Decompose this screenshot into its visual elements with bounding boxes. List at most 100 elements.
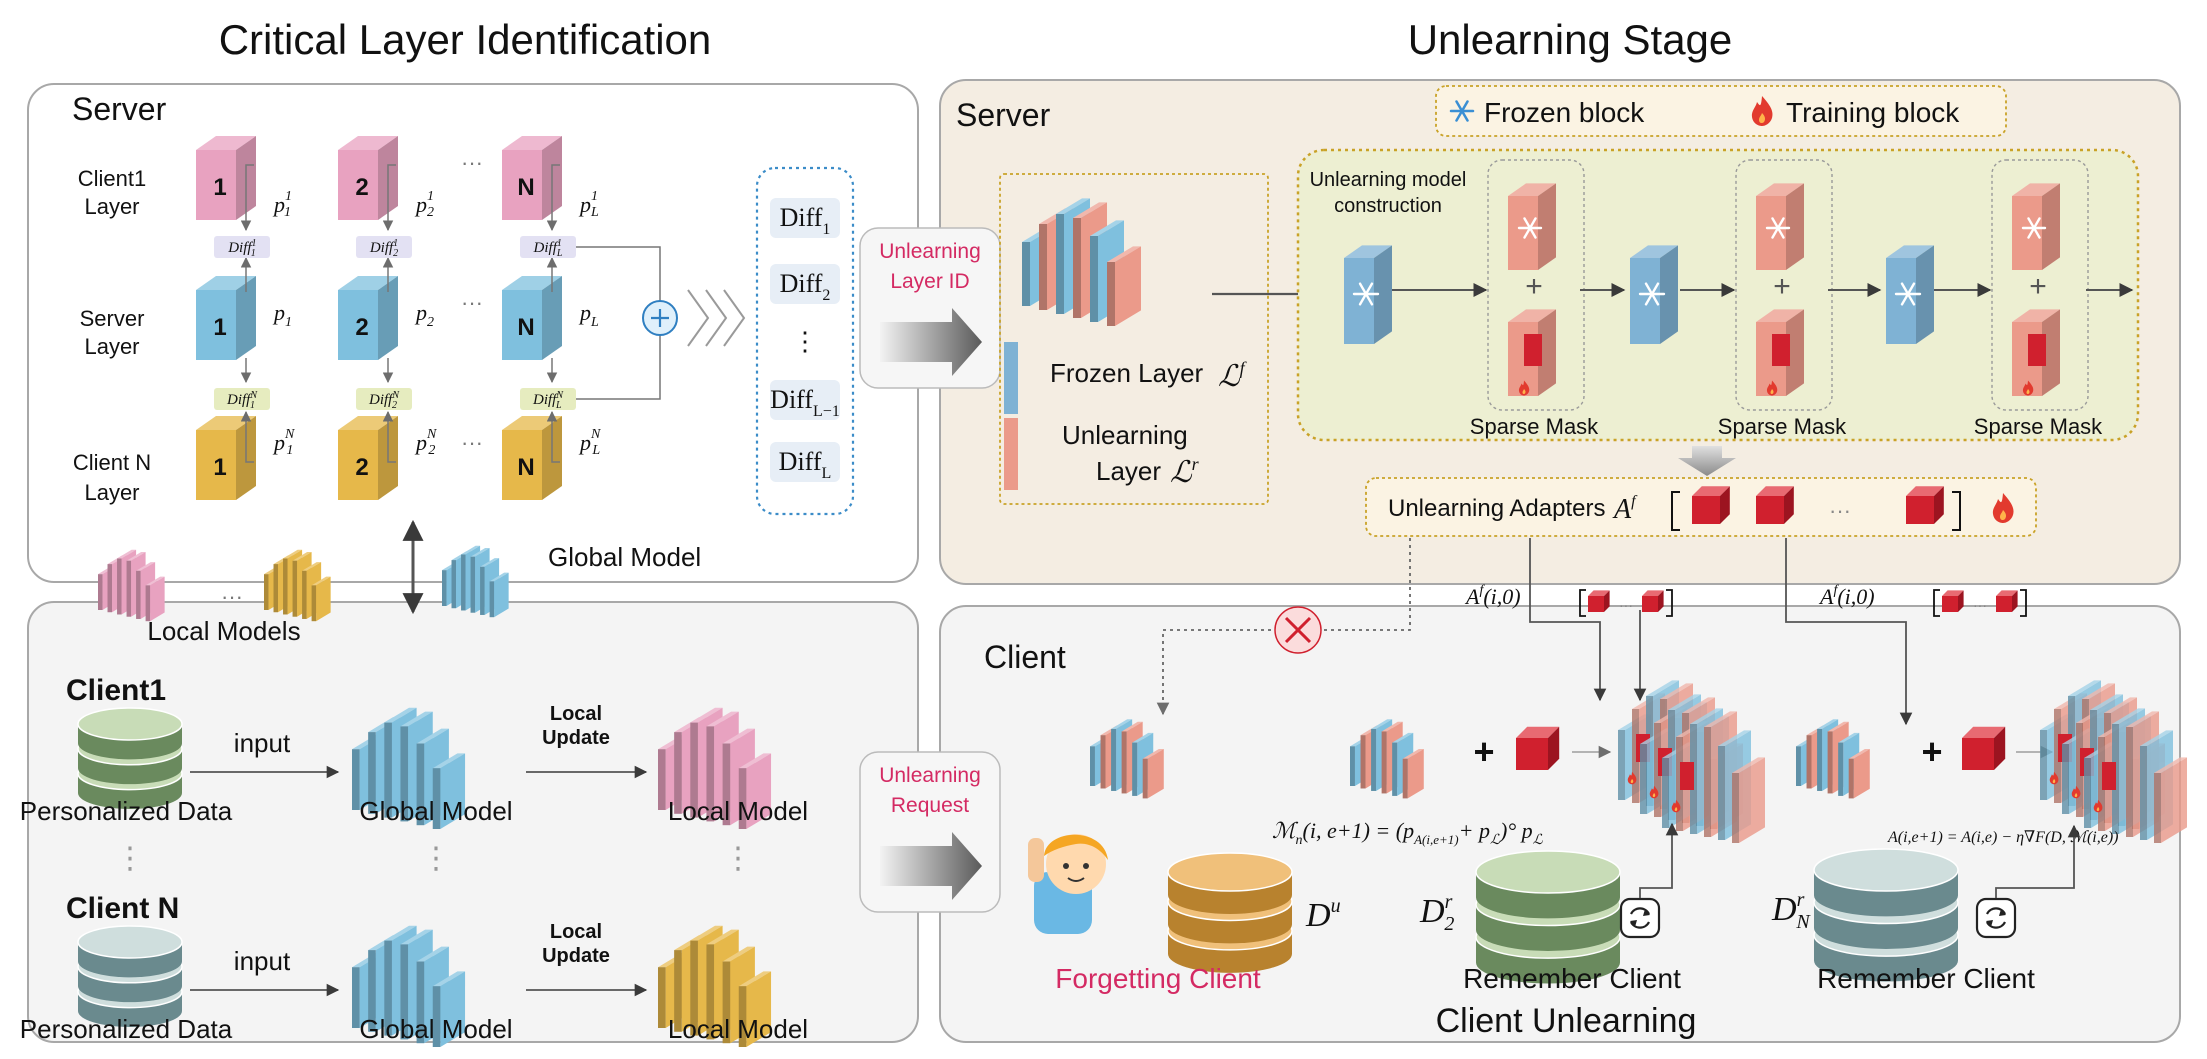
remember-data-icon-2	[1813, 848, 1959, 982]
layer-block-r0-c2	[502, 136, 562, 220]
layer-block-label-r2-c0: 1	[213, 454, 226, 481]
global-model-label-0: Global Model	[359, 796, 512, 826]
chevrons-icon	[687, 289, 746, 347]
local-update-1-1: Local	[550, 921, 602, 943]
local-models-dots: ···	[221, 584, 243, 609]
unlearning-layer-id-box: Unlearning Layer ID	[859, 227, 1001, 389]
diff-list-item-1: Diff2	[770, 264, 840, 304]
row-label-client1: Client1	[78, 166, 146, 191]
layer-block-label-r0-c0: 1	[213, 174, 226, 201]
diff-list-label-2: ⋮	[792, 327, 818, 356]
model-layer-5	[489, 572, 509, 618]
diff-list-label-4: DiffL	[779, 447, 832, 482]
combined-flame-icon-1	[1649, 785, 1659, 799]
af-label-2: Af(i,0)	[1818, 583, 1875, 609]
feedback-arrows	[1639, 822, 2081, 898]
du-label: Du	[1305, 895, 1341, 934]
mixed-layer-5	[1142, 749, 1164, 799]
layer-block-r1-c1	[338, 276, 398, 360]
sparse-mask-group-2: +Sparse Mask	[1974, 159, 2103, 439]
layer-block-label-r0-c1: 2	[355, 174, 368, 201]
construction-label-2: construction	[1334, 195, 1442, 217]
input-label-1: input	[234, 946, 291, 976]
p-mid-1: p2	[414, 300, 434, 330]
mask-plus-1: +	[1773, 270, 1791, 303]
personalized-data-icon-0	[77, 707, 183, 809]
personalized-data-icon-1	[77, 925, 183, 1027]
combined-layer-2-5	[2154, 757, 2187, 843]
bottom-models-row	[98, 545, 509, 622]
unlearning-request-box: Unlearning Request	[859, 751, 1001, 913]
local-model-label-0: Local Model	[668, 796, 808, 826]
global-model-0	[352, 707, 466, 829]
adapter-update-formula: A(i,e+1) = A(i,e) − η∇F(D, ℳ(i,e))	[1887, 829, 2118, 846]
layer-block-label-r1-c1: 2	[355, 314, 368, 341]
p-mid-2: pL	[578, 300, 599, 330]
transfer-cubes: ······	[1579, 589, 2027, 617]
layer-block-label-r0-c2: N	[517, 174, 534, 201]
row-label-clientn-layer: Layer	[84, 480, 139, 505]
local-models-label: Local Models	[147, 616, 300, 646]
combined-flame-icon-2	[2093, 799, 2103, 813]
left-server-label: Server	[72, 91, 167, 127]
combined-layer-2-5	[1732, 757, 1765, 843]
forgetting-client-avatar	[1028, 834, 1108, 934]
blocked-path	[1156, 538, 1411, 716]
personalized-data-label-1: Personalized Data	[20, 1014, 233, 1044]
selected-layer-model	[1022, 198, 1141, 326]
row-label-clientn: Client N	[73, 450, 151, 475]
combined-flame-icon-2	[1671, 799, 1681, 813]
model-layer-5	[738, 753, 772, 829]
client-name-0: Client1	[66, 674, 166, 707]
combined-model-2	[2040, 680, 2187, 843]
global-model-mini	[442, 545, 509, 618]
local-update-1-0: Local	[550, 703, 602, 725]
af-label-1: Af(i,0)	[1464, 583, 1521, 609]
adapters-symbol: Af	[1612, 493, 1638, 525]
client-row: ++	[1090, 680, 2187, 843]
construction-chain: +Sparse Mask+Sparse Mask+Sparse Mask	[1344, 159, 2134, 439]
snowflake-legend-icon	[1449, 100, 1475, 122]
row-vdots-2: ⋮	[723, 842, 753, 875]
row-labels: Client1 Layer Server Layer Client N Laye…	[73, 166, 151, 505]
diff-list-item-0: Diff1	[770, 198, 840, 238]
layer-id-label-2: Layer ID	[890, 270, 969, 293]
unlearning-layer-text-1: Unlearning	[1062, 420, 1188, 450]
adapters-flame-icon	[1992, 493, 2014, 523]
right-client-label: Client	[984, 639, 1066, 675]
right-server-label: Server	[956, 97, 1051, 133]
adapter-cube-client-1	[1516, 726, 1560, 770]
aggregation-plus-icon	[642, 300, 678, 336]
transfer-cube-1-b	[1996, 590, 2018, 612]
forgetting-data-icon	[1167, 852, 1293, 973]
model-layer-5	[145, 576, 165, 622]
local-update-2-0: Update	[542, 727, 610, 749]
adapters-text: Unlearning Adapters	[1388, 495, 1605, 522]
local-model-gold	[264, 549, 331, 622]
row-label-server: Server	[80, 306, 145, 331]
mask-formula: ℳn(i, e+1) = (pA(i,e+1)+ pℒ)° pℒ	[1272, 818, 1544, 848]
layer-block-r1-c2	[502, 276, 562, 360]
model-layer-5	[432, 753, 466, 829]
personalized-data-label-0: Personalized Data	[20, 796, 233, 826]
row-dots-2: ···	[461, 430, 483, 455]
transfer-cube-1-a	[1942, 590, 1964, 612]
unlearning-model-stack	[1022, 198, 1141, 326]
adapter-transfer-labels: Af(i,0) Af(i,0)	[1464, 583, 1875, 609]
plus-sign-2: +	[1921, 731, 1942, 772]
remember-client-label-1: Remember Client	[1463, 963, 1681, 994]
p-mid-0: p1	[272, 300, 292, 330]
transfer-cube-0-a	[1588, 590, 1610, 612]
mask-frozen-block-0	[1508, 183, 1556, 270]
